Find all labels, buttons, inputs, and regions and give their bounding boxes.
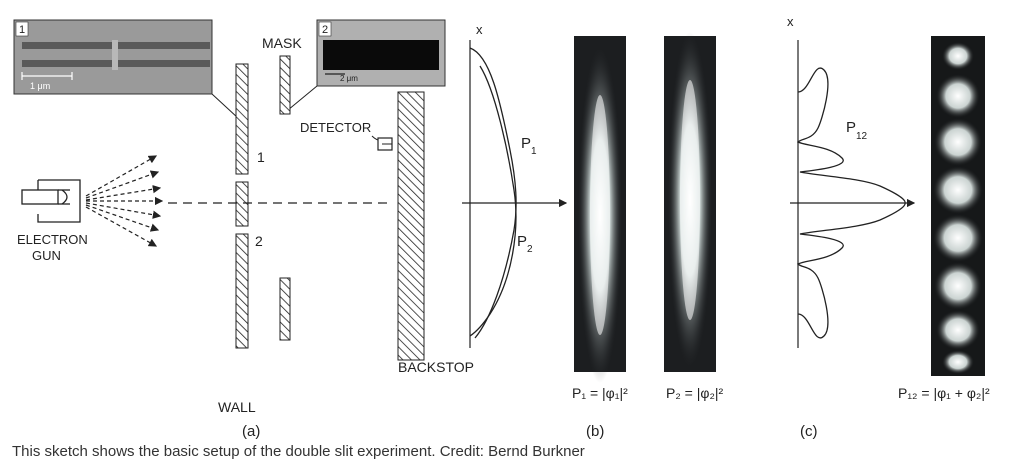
inset1-pointer bbox=[211, 93, 239, 119]
slit1-label: 1 bbox=[257, 149, 265, 165]
formula-p12: P₁₂ = |φ₁ + φ₂|² bbox=[898, 385, 990, 401]
detector-label: DETECTOR bbox=[300, 120, 371, 135]
wall-label: WALL bbox=[218, 399, 256, 415]
inset1-scale: 1 μm bbox=[30, 81, 50, 91]
double-slit-diagram: 1 1 μm 2 2 μm MASK 1 2 BACKSTOP DETECTOR bbox=[13, 14, 990, 440]
gun-label-line2: GUN bbox=[32, 248, 61, 263]
p12-label: P bbox=[846, 119, 856, 136]
axis-label-c: x bbox=[787, 14, 794, 29]
p1-label: P bbox=[521, 135, 531, 152]
p2-sub: 2 bbox=[527, 244, 533, 255]
p2-curve bbox=[469, 65, 517, 337]
inset-slit-image: 1 1 μm bbox=[13, 19, 213, 95]
panel-a-label: (a) bbox=[242, 423, 260, 440]
wall-bottom bbox=[235, 233, 249, 349]
interference-pattern bbox=[931, 36, 985, 376]
inset1-number: 1 bbox=[19, 24, 25, 36]
mask-top bbox=[279, 55, 291, 115]
electron-gun-icon bbox=[21, 179, 81, 223]
p12-interference-curve bbox=[796, 67, 906, 339]
wall-middle bbox=[235, 181, 249, 227]
single-slit-pattern-1 bbox=[574, 36, 626, 383]
axis-label-b: x bbox=[476, 22, 483, 37]
p2-label: P bbox=[517, 233, 527, 250]
inset2-scale: 2 μm bbox=[340, 74, 358, 83]
formula-p2: P₂ = |φ₂|² bbox=[666, 385, 724, 401]
backstop bbox=[397, 91, 425, 361]
wall-top bbox=[235, 63, 249, 175]
inset-mask-image: 2 2 μm bbox=[316, 19, 446, 87]
p12-sub: 12 bbox=[856, 131, 868, 142]
figure-caption: This sketch shows the basic setup of the… bbox=[12, 443, 585, 460]
panel-c-label: (c) bbox=[800, 423, 818, 440]
slit2-label: 2 bbox=[255, 233, 263, 249]
panel-b-label: (b) bbox=[586, 423, 604, 440]
inset2-pointer bbox=[287, 85, 318, 111]
single-slit-pattern-2 bbox=[664, 32, 716, 372]
electron-spray-arrows bbox=[85, 155, 164, 247]
p1-curve bbox=[469, 47, 517, 339]
inset2-number: 2 bbox=[322, 24, 328, 36]
mask-label: MASK bbox=[262, 35, 302, 51]
backstop-label: BACKSTOP bbox=[398, 359, 474, 375]
formula-p1: P₁ = |φ₁|² bbox=[572, 385, 628, 401]
gun-label-line1: ELECTRON bbox=[17, 232, 88, 247]
mask-bottom bbox=[279, 277, 291, 341]
p1-sub: 1 bbox=[531, 146, 537, 157]
